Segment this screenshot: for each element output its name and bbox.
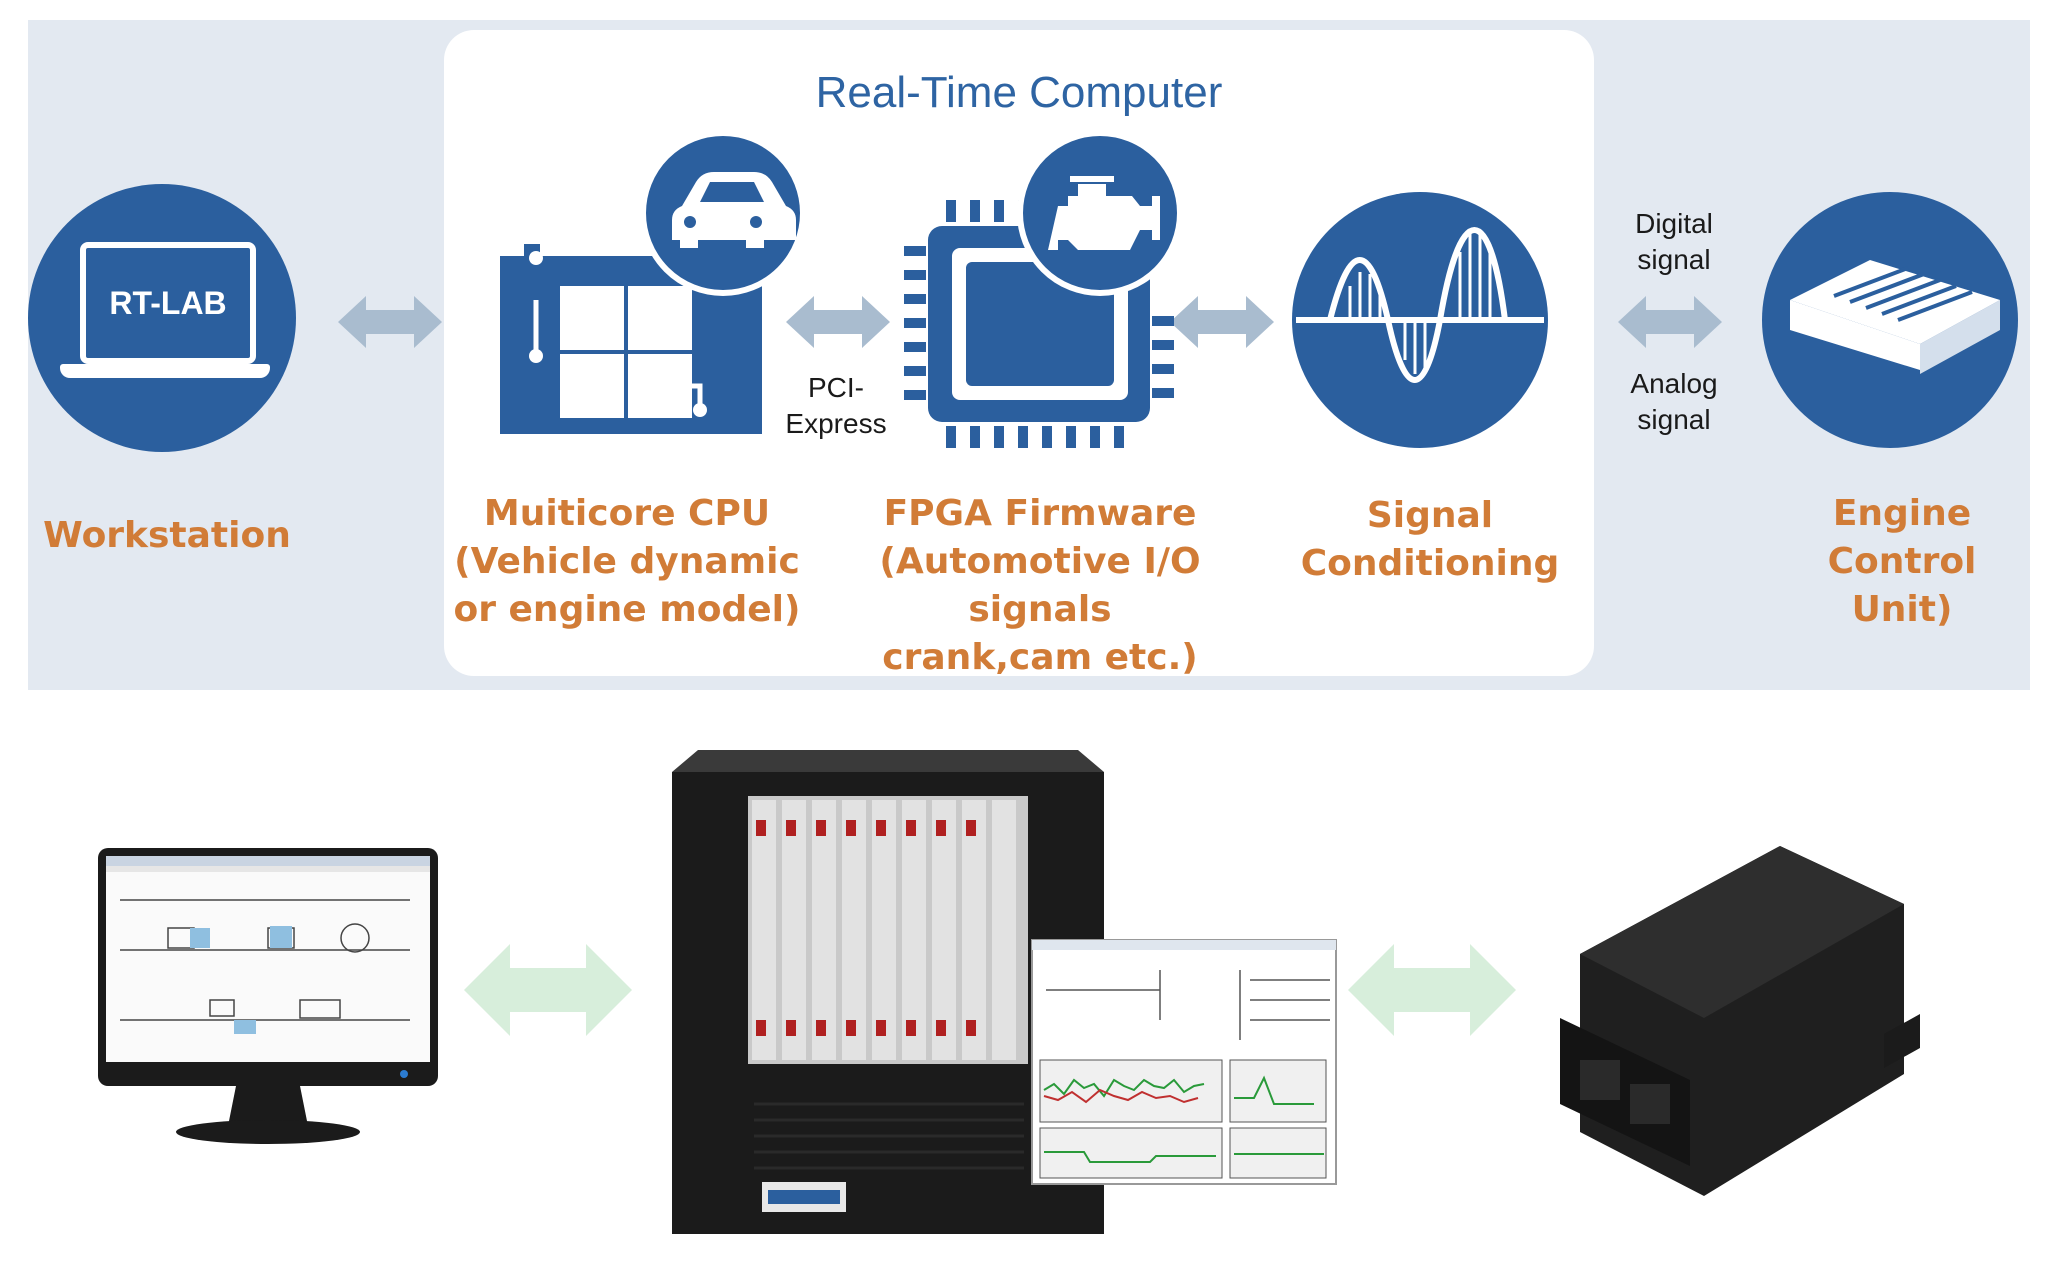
cpu-label-line1: Muiticore CPU xyxy=(483,493,771,534)
laptop-base xyxy=(60,364,270,378)
circuit-board-icon xyxy=(500,244,762,434)
ecu-label-line2: Control Unit) xyxy=(1827,541,1977,630)
ecu-label-line1: Engine xyxy=(1832,493,1972,534)
car-icon xyxy=(640,130,806,296)
digital-signal-label: Digital signal xyxy=(1604,206,1744,278)
signal-label-line2: Conditioning xyxy=(1300,543,1560,584)
diagram-shapes xyxy=(338,130,2018,448)
rack-chassis-icon xyxy=(672,750,1104,1234)
ecu-box-icon xyxy=(1762,192,2018,448)
analog-line1: Analog xyxy=(1630,368,1718,399)
laptop-icon xyxy=(80,242,256,364)
signal-ecu-arrow xyxy=(1618,296,1722,348)
software-screenshot xyxy=(1031,939,1337,1185)
cpu-label-line3: or engine model) xyxy=(453,589,801,630)
analog-signal-label: Analog signal xyxy=(1604,366,1744,438)
panel-title: Real-Time Computer xyxy=(815,68,1223,117)
cpu-fpga-arrow xyxy=(786,296,890,348)
monitor-rack-arrow xyxy=(464,944,632,1036)
fpga-signal-arrow xyxy=(1170,296,1274,348)
pci-express-label: PCI- Express xyxy=(766,370,906,442)
ecu-label: Engine Control Unit) xyxy=(1772,490,2032,634)
ecu-hardware-icon xyxy=(1560,846,1920,1196)
laptop-screen-label: RT-LAB xyxy=(109,284,227,321)
cpu-label: Muiticore CPU (Vehicle dynamic or engine… xyxy=(450,490,804,634)
signal-label-line1: Signal xyxy=(1366,495,1494,536)
digital-line2: signal xyxy=(1637,244,1711,275)
analog-line2: signal xyxy=(1637,404,1711,435)
monitor-icon xyxy=(98,848,438,1144)
workstation-cpu-arrow xyxy=(338,296,442,348)
pci-line2: Express xyxy=(785,408,887,439)
hardware-illustrations xyxy=(98,750,1920,1234)
pci-line1: PCI- xyxy=(808,372,864,403)
fpga-label-line3: crank,cam etc.) xyxy=(882,637,1198,678)
engine-icon xyxy=(1017,130,1183,296)
digital-line1: Digital xyxy=(1635,208,1713,239)
fpga-label: FPGA Firmware (Automotive I/O signals cr… xyxy=(820,490,1260,682)
workstation-label: Workstation xyxy=(43,515,291,556)
cpu-label-line2: (Vehicle dynamic xyxy=(454,541,800,582)
fpga-label-line1: FPGA Firmware xyxy=(883,493,1197,534)
signal-conditioning-label: Signal Conditioning xyxy=(1290,492,1570,588)
sine-wave-icon xyxy=(1292,192,1548,448)
rack-ecu-arrow xyxy=(1348,944,1516,1036)
fpga-label-line2: (Automotive I/O signals xyxy=(879,541,1201,630)
